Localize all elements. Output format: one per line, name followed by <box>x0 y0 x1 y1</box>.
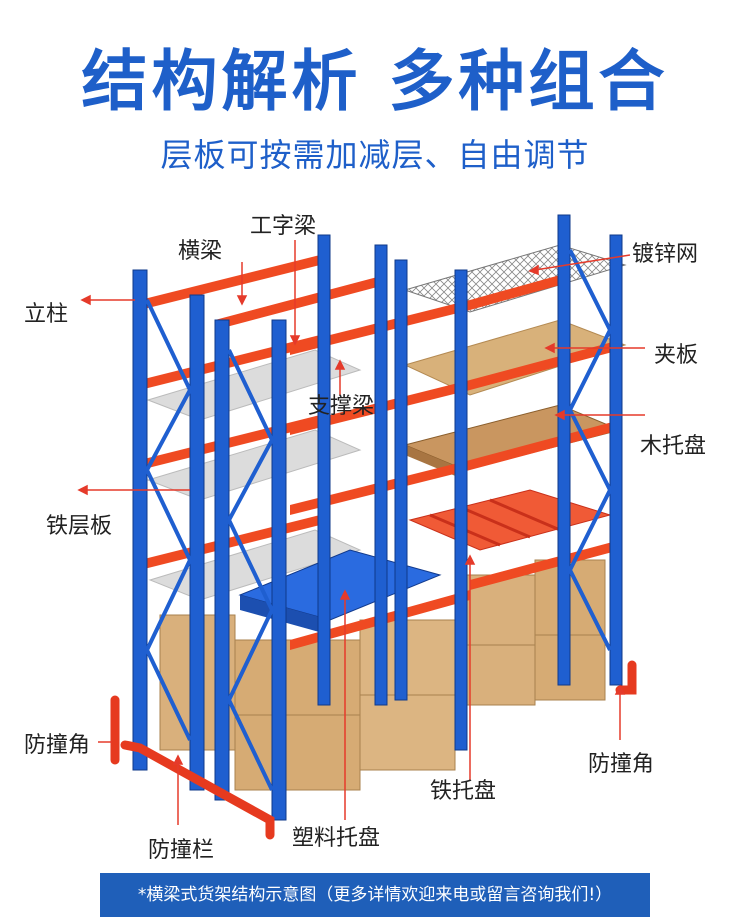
page-subtitle: 层板可按需加减层、自由调节 <box>160 136 590 174</box>
uprights <box>132 214 623 821</box>
label-iron-pallet: 铁托盘 <box>430 779 497 804</box>
label-galvanized-mesh: 镀锌网 <box>632 242 699 267</box>
label-splint: 夹板 <box>654 343 699 368</box>
label-corner-guard-right: 防撞角 <box>588 752 655 777</box>
page-title: 结构解析 多种组合 <box>81 43 669 120</box>
label-support-beam: 支撑梁 <box>308 394 375 419</box>
label-cross-beam: 横梁 <box>178 239 223 264</box>
label-i-beam: 工字梁 <box>250 214 317 239</box>
label-guard-rail: 防撞栏 <box>148 838 215 863</box>
bracing <box>144 249 613 791</box>
label-corner-guard-left: 防撞角 <box>24 733 91 758</box>
galvanized-mesh <box>403 244 627 313</box>
label-iron-shelf-board: 铁层板 <box>46 514 113 539</box>
rack-illustration <box>77 214 645 840</box>
label-upright-column: 立柱 <box>24 302 69 327</box>
footer-banner: *横梁式货架结构示意图（更多详情欢迎来电或留言咨询我们!） <box>100 873 650 917</box>
wood-splint <box>403 319 627 396</box>
label-plastic-pallet: 塑料托盘 <box>292 826 381 851</box>
pointer-lines <box>77 240 645 825</box>
iron-pallet-shape <box>408 489 612 551</box>
label-wood-pallet: 木托盘 <box>640 434 707 459</box>
guard-rail-shape <box>110 660 637 840</box>
